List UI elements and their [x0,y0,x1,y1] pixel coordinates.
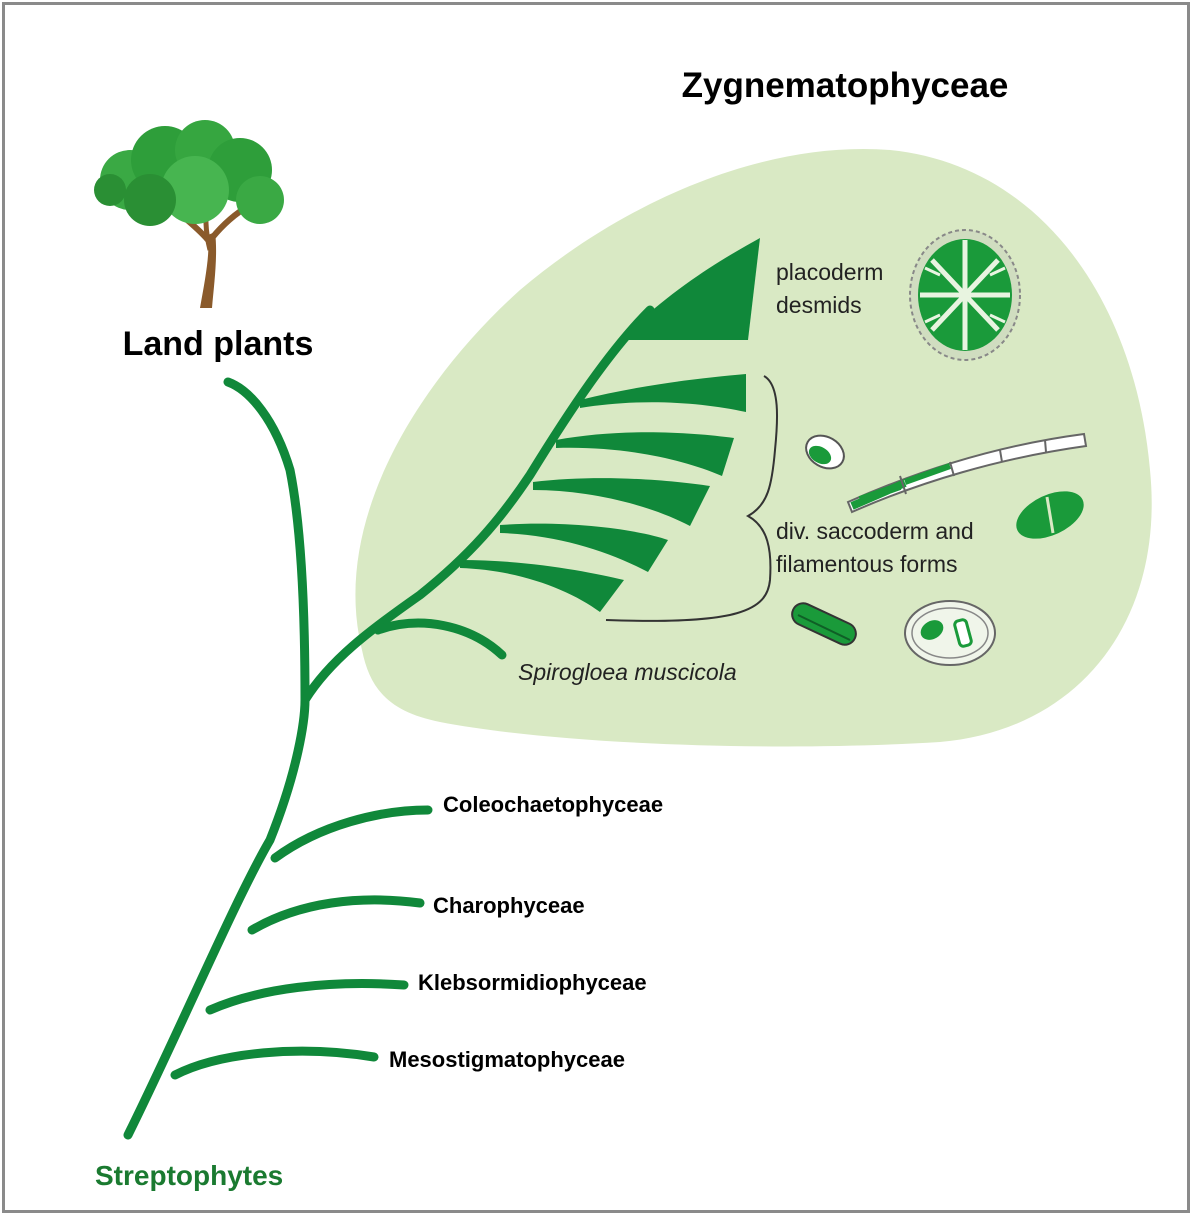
cylindrical-cell-icon [791,602,857,646]
placoderm-label-2: desmids [776,292,862,318]
land-plants-label: Land plants [123,325,314,363]
saccoderm-label-1: div. saccoderm and [776,518,974,544]
saccoderm-label-2: filamentous forms [776,551,958,577]
charophyceae-label: Charophyceae [433,893,585,918]
saccoderm-wedge-2 [556,432,734,476]
mesostigmatophyceae-label: Mesostigmatophyceae [389,1047,625,1072]
diagram-title: Zygnematophyceae [682,66,1009,105]
streptophytes-label: Streptophytes [95,1160,283,1191]
placoderm-wedge [620,238,760,340]
saccoderm-wedge-1 [580,374,746,412]
saccoderm-wedge-5 [460,560,624,612]
placoderm-label-1: placoderm [776,259,883,285]
saccoderm-wedge-4 [500,523,668,572]
klebsormidiophyceae-label: Klebsormidiophyceae [418,970,647,995]
spirogloea-branch [373,618,507,660]
land-plants-branch [223,377,310,705]
saccoderm-bracket [605,375,779,622]
saccoderm-wedge-3 [533,478,710,526]
filament-icon [846,432,1088,514]
mesostigma-branch [170,1046,379,1080]
spirogloea-label: Spirogloea muscicola [518,659,737,685]
coleochaete-branch [270,805,433,863]
zygnemat-subclades [460,238,760,612]
saccoderm-double-icon [1016,491,1084,539]
chara-branch [247,895,425,935]
tree-icon [94,120,284,308]
saccoderm-cell-icon [805,434,845,470]
streptophyte-tree [123,305,655,1140]
zygospore-icon [904,600,996,666]
placoderm-desmid-icon [909,229,1021,361]
zygnemat-stem [300,305,655,705]
main-trunk [123,695,310,1140]
coleochaetophyceae-label: Coleochaetophyceae [443,792,663,817]
klebsormidium-branch [205,979,409,1015]
